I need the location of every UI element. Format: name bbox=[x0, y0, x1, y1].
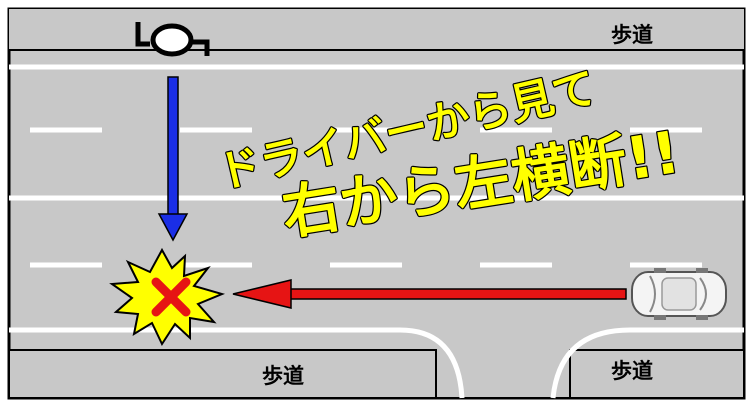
lane-line-bottom-left-curve bbox=[9, 327, 465, 399]
car-top-view-icon bbox=[631, 268, 727, 320]
sidewalk-bottom-left bbox=[8, 349, 437, 399]
pedestrian-arrow bbox=[157, 76, 189, 242]
pedestrian-top-view-icon bbox=[135, 22, 210, 57]
lane-line-bottom-right-curve bbox=[550, 327, 744, 399]
sidewalk-label-bottom-right: 歩道 bbox=[611, 359, 653, 383]
cross-mark-icon bbox=[151, 277, 191, 317]
sidewalk-label-top-right: 歩道 bbox=[611, 23, 653, 47]
collision-burst-icon bbox=[109, 247, 226, 347]
sidewalk-bottom-right bbox=[569, 349, 745, 399]
sidewalk-label-bottom-left: 歩道 bbox=[262, 364, 304, 388]
sidewalk-top bbox=[9, 9, 744, 50]
road-surface bbox=[7, 7, 746, 400]
car-arrow bbox=[232, 279, 627, 309]
